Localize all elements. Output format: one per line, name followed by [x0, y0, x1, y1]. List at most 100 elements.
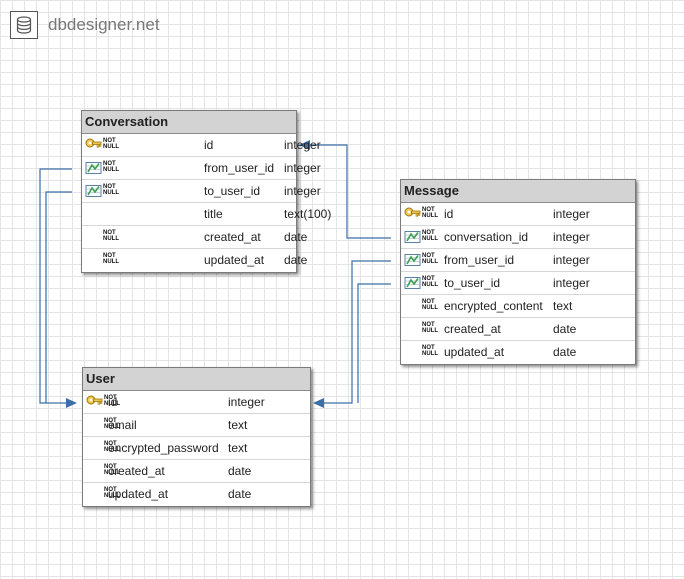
table-header[interactable]: Conversation	[82, 111, 296, 134]
not-null-line1: NOT	[104, 487, 117, 493]
field-type: text	[228, 441, 248, 455]
field-name: to_user_id	[444, 276, 501, 290]
field-name: updated_at	[108, 487, 169, 501]
not-null-line1: NOT	[422, 207, 435, 213]
field-name: id	[108, 395, 118, 409]
not-null-line2: NULL	[104, 424, 120, 430]
not-null-line2: NULL	[422, 236, 438, 242]
foreign-key-icon	[404, 230, 421, 244]
not-null-line1: NOT	[422, 322, 435, 328]
field-type: date	[553, 345, 577, 359]
field-type: integer	[228, 395, 265, 409]
app-logo[interactable]: dbdesigner.net	[10, 10, 160, 40]
not-null-line1: NOT	[422, 276, 435, 282]
field-type: text	[553, 299, 573, 313]
field-type: integer	[284, 138, 321, 152]
field-type: date	[284, 253, 308, 267]
table-header[interactable]: Message	[401, 180, 635, 203]
not-null-line2: NULL	[422, 328, 438, 334]
not-null-line2: NULL	[104, 447, 120, 453]
field-type: text(100)	[284, 207, 332, 221]
foreign-key-icon	[404, 276, 421, 290]
relation-message-from-user[interactable]	[324, 260, 391, 404]
not-null-line2: NULL	[104, 401, 120, 407]
not-null-line1: NOT	[103, 161, 116, 167]
not-null-line2: NULL	[422, 282, 438, 288]
relation-conversation-to-user[interactable]	[45, 191, 72, 403]
field-name: created_at	[204, 230, 261, 244]
not-null-line2: NULL	[103, 167, 119, 173]
relation-message-to-user[interactable]	[357, 283, 391, 403]
not-null-line1: NOT	[422, 345, 435, 351]
primary-key-icon	[86, 395, 103, 409]
field-name: email	[108, 418, 137, 432]
field-type: text	[228, 418, 248, 432]
not-null-line1: NOT	[103, 253, 116, 259]
field-type: integer	[553, 230, 590, 244]
not-null-line1: NOT	[103, 230, 116, 236]
not-null-line2: NULL	[422, 259, 438, 265]
foreign-key-icon	[85, 161, 102, 175]
field-name: from_user_id	[204, 161, 275, 175]
foreign-key-icon	[404, 253, 421, 267]
not-null-line1: NOT	[422, 230, 435, 236]
field-name: from_user_id	[444, 253, 515, 267]
field-name: id	[204, 138, 214, 152]
not-null-line2: NULL	[104, 470, 120, 476]
relation-conversation-from-user[interactable]	[39, 168, 72, 404]
not-null-line1: NOT	[104, 464, 117, 470]
field-name: created_at	[108, 464, 165, 478]
table-header[interactable]: User	[83, 368, 310, 391]
not-null-line1: NOT	[103, 184, 116, 190]
field-name: to_user_id	[204, 184, 261, 198]
arrow-head	[66, 398, 77, 408]
field-type: integer	[284, 184, 321, 198]
database-icon	[10, 11, 38, 39]
not-null-line1: NOT	[104, 441, 117, 447]
not-null-line1: NOT	[422, 299, 435, 305]
field-type: date	[284, 230, 308, 244]
logo-text: dbdesigner.net	[48, 15, 160, 34]
primary-key-icon	[404, 207, 421, 221]
not-null-line2: NULL	[104, 493, 120, 499]
primary-key-icon	[85, 138, 102, 152]
relation-message-conversation[interactable]	[309, 144, 391, 239]
field-type: date	[553, 322, 577, 336]
not-null-line1: NOT	[104, 395, 117, 401]
